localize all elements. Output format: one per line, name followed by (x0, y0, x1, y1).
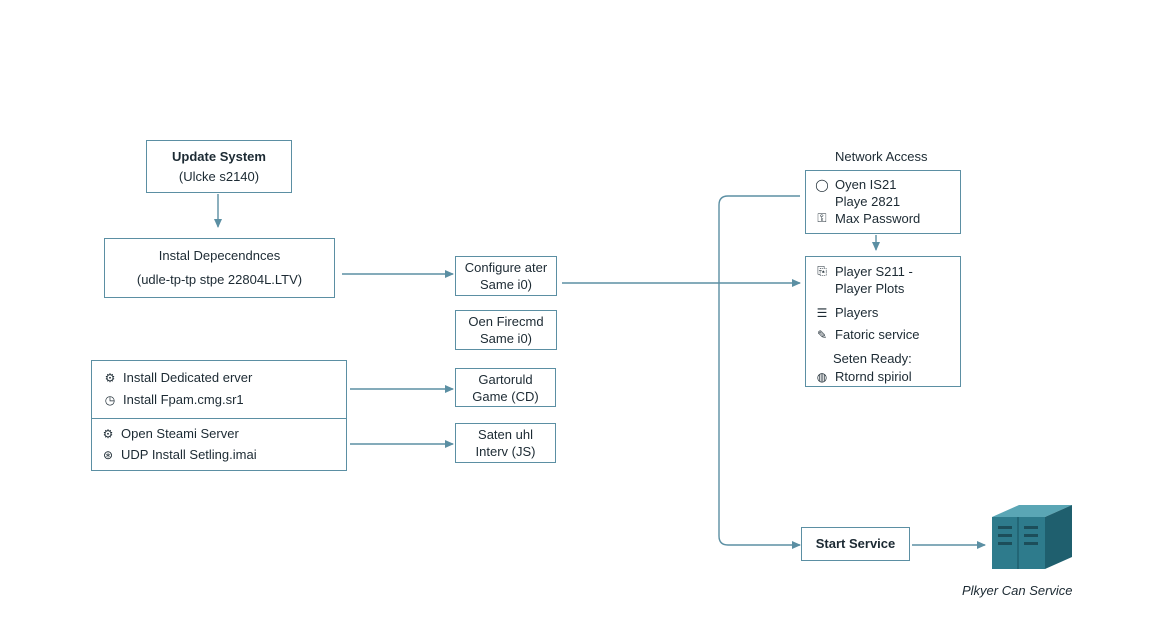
install-item: ⚙ Open Steami Server (101, 426, 239, 441)
install-dependencies-title: Instal Depecendnces (158, 248, 281, 263)
game-line1: Gartoruld (478, 371, 533, 387)
install-item-label: Open Steami Server (121, 426, 239, 441)
update-system-subtitle: (Ulcke s2140) (178, 168, 260, 184)
configure-line1: Configure ater (464, 260, 548, 275)
player-item-label: Players (835, 305, 879, 320)
network-item-label: Playe 2821 (835, 194, 901, 209)
network-item: Playe 2821 (835, 194, 900, 209)
server-caption: Plkyer Can Service (962, 583, 1073, 598)
arrow-bus-to-network (718, 195, 801, 549)
steam-icon: ⚙ (102, 426, 114, 441)
settings-icon: ⊛ (102, 447, 114, 462)
install-group-divider (92, 418, 346, 419)
game-box: Gartoruld Game (CD) (455, 368, 556, 407)
install-item-label: Install Fpam.cmg.sr1 (123, 392, 244, 407)
install-dependencies-subtitle: (udle-tp-tp stpe 22804L.LTV) (136, 272, 303, 287)
install-item: ◷ Install Fpam.cmg.sr1 (103, 392, 244, 407)
network-item-label: Oyen IS21 (835, 177, 897, 192)
lock-icon: ◯ (815, 177, 829, 192)
edit-icon: ✎ (816, 327, 828, 342)
gear-icon: ⚙ (104, 370, 116, 385)
list-icon: ☰ (816, 305, 828, 320)
update-system-box: Update System (Ulcke s2140) (146, 140, 292, 193)
network-access-heading: Network Access (835, 149, 928, 164)
interval-line2: Interv (JS) (475, 444, 536, 459)
player-item-label: Player S211 - (835, 264, 913, 279)
open-firewall-line1: Oen Firecmd (468, 314, 544, 329)
install-group-box: ⚙ Install Dedicated erver ◷ Install Fpam… (91, 360, 347, 471)
clock-icon: ◷ (104, 392, 116, 407)
network-item: ⚿ Max Password (815, 211, 920, 226)
install-item-label: Install Dedicated erver (123, 370, 253, 385)
player-item: Seten Ready: (833, 351, 912, 366)
open-firewall-box: Oen Firecmd Same i0) (455, 310, 557, 350)
player-item: ☰ Players (815, 305, 879, 320)
player-item: ⎘ Player S211 - (815, 264, 913, 279)
install-dependencies-box: Instal Depecendnces (udle-tp-tp stpe 228… (104, 238, 335, 298)
install-item: ⚙ Install Dedicated erver (103, 370, 253, 385)
player-item: Player Plots (835, 281, 904, 296)
key-icon: ⚿ (817, 211, 827, 225)
configure-box: Configure ater Same i0) (455, 256, 557, 296)
configure-line2: Same i0) (479, 277, 533, 292)
network-item: ◯ Oyen IS21 (815, 177, 896, 192)
player-item-label: Fatoric service (835, 327, 920, 342)
player-item-label: Seten Ready: (833, 351, 912, 366)
network-access-box: ◯ Oyen IS21 Playe 2821 ⚿ Max Password (805, 170, 961, 234)
player-item-label: Player Plots (835, 281, 905, 296)
install-item-label: UDP Install Setling.imai (121, 447, 257, 462)
open-firewall-line2: Same i0) (479, 331, 533, 346)
update-system-title: Update System (172, 148, 266, 164)
start-service-box: Start Service (801, 527, 910, 561)
interval-line1: Saten uhl (478, 427, 533, 442)
document-icon: ⎘ (817, 264, 827, 278)
network-item-label: Max Password (835, 211, 921, 226)
player-item-label: Rtornd spiriol (835, 369, 912, 384)
globe-icon: ◍ (816, 369, 828, 384)
start-service-label: Start Service (815, 536, 896, 551)
server-icon (992, 505, 1072, 569)
player-box: ⎘ Player S211 - Player Plots ☰ Players ✎… (805, 256, 961, 387)
interval-box: Saten uhl Interv (JS) (455, 423, 556, 463)
player-item: ◍ Rtornd spiriol (815, 369, 912, 384)
player-item: ✎ Fatoric service (815, 327, 920, 342)
install-item: ⊛ UDP Install Setling.imai (101, 447, 257, 462)
game-line2: Game (CD) (472, 388, 539, 404)
